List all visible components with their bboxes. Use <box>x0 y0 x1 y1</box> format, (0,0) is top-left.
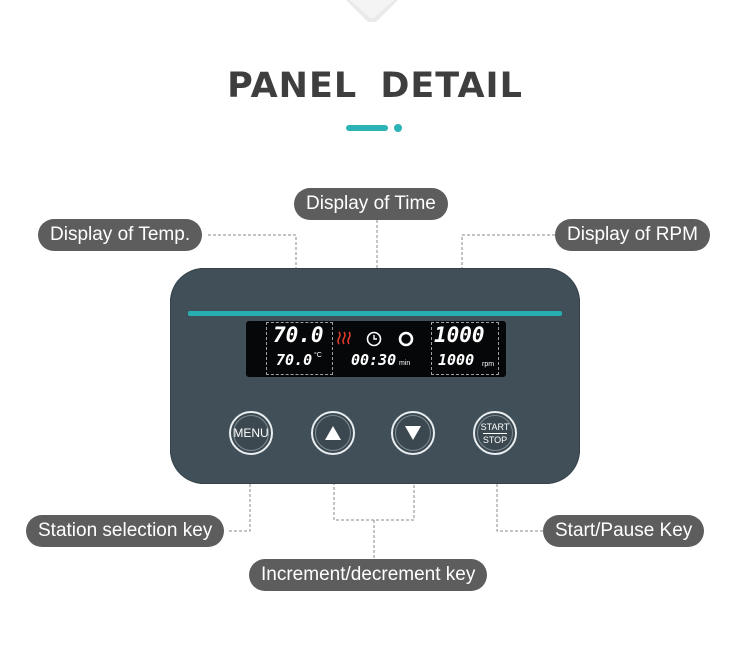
clock-icon <box>366 331 382 347</box>
rpm-set-value: 1000 <box>434 323 485 347</box>
temp-unit: °C <box>314 352 322 359</box>
time-value: 00:30 <box>351 351 397 369</box>
lcd-display: 70.0 70.0 °C 00:30 min 1000 1000 rpm <box>246 321 506 377</box>
down-triangle-icon <box>405 426 421 440</box>
callout-display-temp: Display of Temp. <box>38 219 203 251</box>
start-stop-divider <box>483 432 507 434</box>
stop-label: STOP <box>482 434 508 445</box>
rpm-actual-value: 1000 <box>438 351 475 369</box>
callout-display-time: Display of Time <box>294 188 448 220</box>
title-underline <box>346 125 388 131</box>
temp-set-value: 70.0 <box>273 323 324 347</box>
callout-incdec-key: Increment/decrement key <box>249 559 488 591</box>
rpm-dashed-box <box>431 322 499 375</box>
temp-dashed-box <box>266 322 333 375</box>
callout-station-key: Station selection key <box>26 515 225 547</box>
control-panel: 70.0 70.0 °C 00:30 min 1000 1000 rpm <box>170 268 580 484</box>
top-notch-shape <box>346 0 398 22</box>
start-label: START <box>480 421 510 432</box>
decrement-button[interactable] <box>391 411 435 455</box>
title-underline-dot <box>394 124 402 132</box>
rpm-unit: rpm <box>482 361 495 368</box>
menu-label: MENU <box>233 426 269 440</box>
increment-button[interactable] <box>311 411 355 455</box>
heating-icon <box>337 331 351 345</box>
ring-icon <box>398 331 414 347</box>
callout-startpause-key: Start/Pause Key <box>543 515 705 547</box>
time-unit: min <box>399 360 411 367</box>
up-triangle-icon <box>325 426 341 440</box>
menu-button[interactable]: MENU <box>229 411 273 455</box>
panel-accent-stripe <box>188 311 562 316</box>
temp-actual-value: 70.0 <box>276 351 313 369</box>
start-stop-button[interactable]: START STOP <box>473 411 517 455</box>
page-title: PANEL DETAIL <box>227 66 523 106</box>
callout-display-rpm: Display of RPM <box>555 219 710 251</box>
